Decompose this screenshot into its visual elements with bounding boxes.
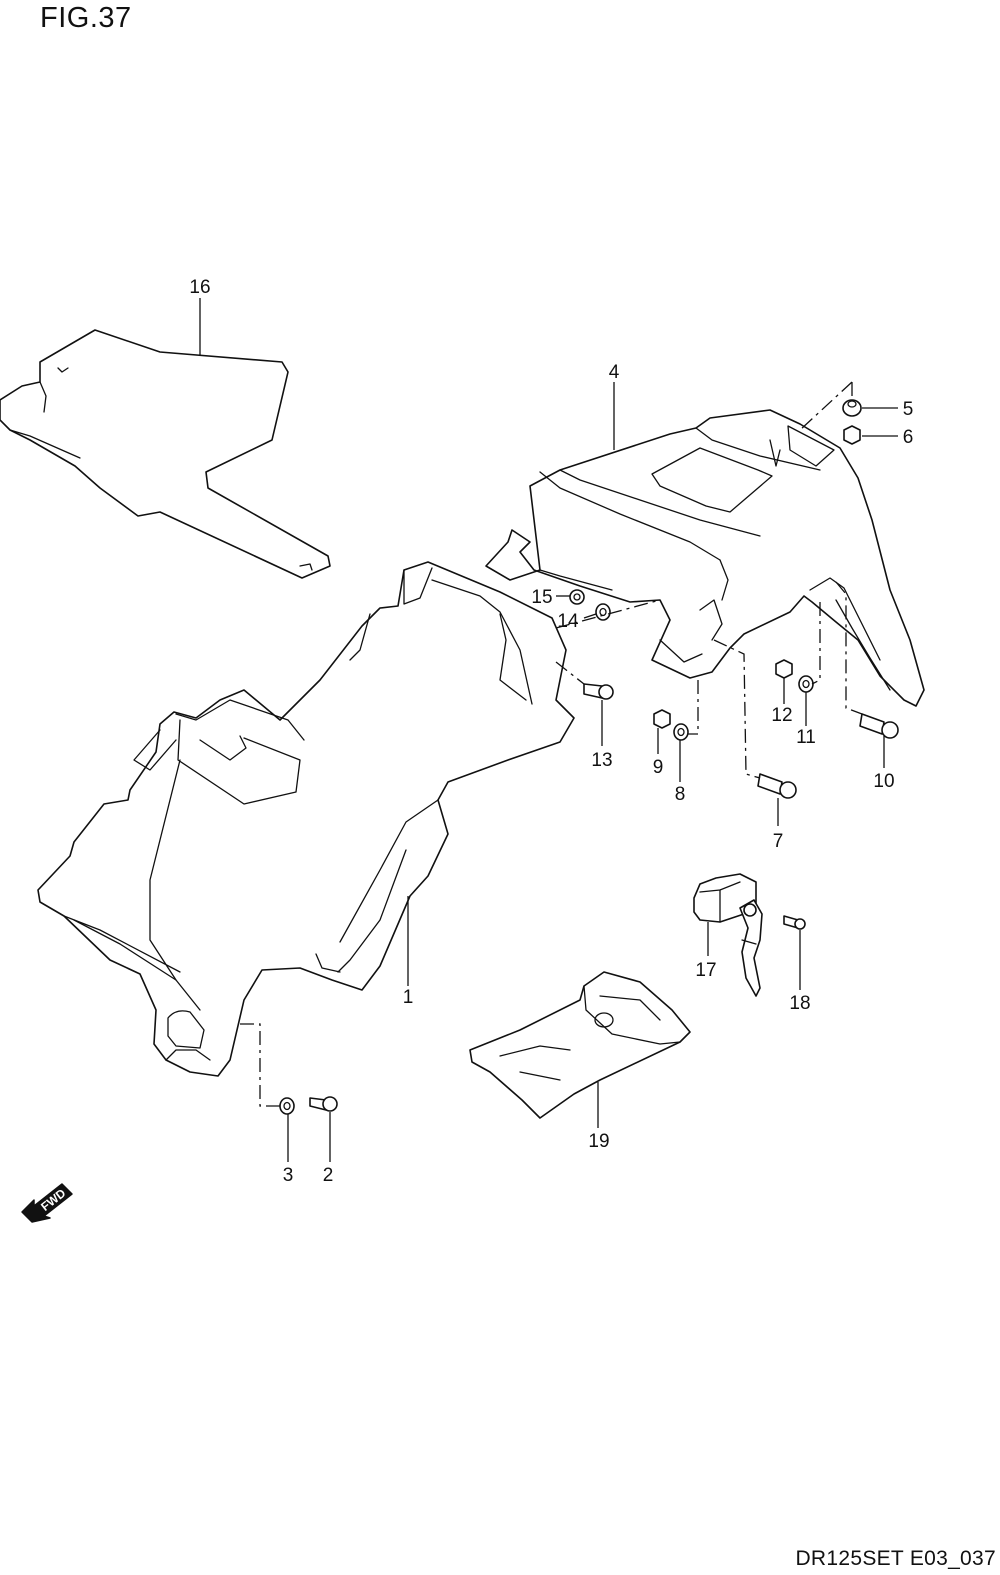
part-2-screw[interactable] [309,1096,338,1112]
callout-16: 16 [189,277,210,298]
callout-9: 9 [653,757,664,778]
part-14-washer[interactable] [595,603,611,621]
callout-19: 19 [588,1131,609,1152]
callout-3: 3 [283,1165,294,1186]
assembly-lines [240,381,863,1107]
part-4-rear-fender[interactable] [485,409,925,707]
callout-7: 7 [773,831,784,852]
callout-15: 15 [531,587,552,608]
callout-13: 13 [591,750,612,771]
part-9-nut[interactable] [653,709,671,729]
callout-10: 10 [873,771,894,792]
part-6-nut[interactable] [843,425,861,445]
part-1-inner-fender[interactable] [37,561,575,1077]
callout-8: 8 [675,784,686,805]
fwd-arrow-icon: FWD [21,1183,73,1223]
part-3-washer[interactable] [279,1097,295,1115]
callout-2: 2 [323,1165,334,1186]
callout-17: 17 [695,960,716,981]
callout-leaders [199,298,898,1162]
callout-4: 4 [609,362,620,383]
part-17-seat-lock[interactable] [693,873,763,997]
figure-title: FIG.37 [40,2,132,34]
part-5-grommet[interactable] [842,399,862,417]
part-8-washer[interactable] [673,723,689,741]
callout-18: 18 [789,993,810,1014]
callout-labels: 16 4 5 6 15 14 13 12 11 10 9 8 7 17 18 1… [189,277,913,1186]
callout-6: 6 [903,427,914,448]
part-11-washer[interactable] [798,675,814,693]
part-7-bolt[interactable] [757,773,797,799]
callout-1: 1 [403,987,414,1008]
part-12-nut[interactable] [775,659,793,679]
part-10-bolt[interactable] [859,713,899,739]
part-13-bolt[interactable] [583,683,614,700]
part-15-nut[interactable] [569,589,585,605]
drawing-code: DR125SET E03_037 [795,1547,996,1570]
callout-14: 14 [557,611,579,632]
part-16-cover-panel[interactable] [0,329,331,579]
callout-11: 11 [796,727,816,748]
part-19-tool-bag[interactable] [469,971,691,1119]
part-18-screw[interactable] [783,915,806,930]
callout-5: 5 [903,399,914,420]
callout-12: 12 [771,705,792,726]
